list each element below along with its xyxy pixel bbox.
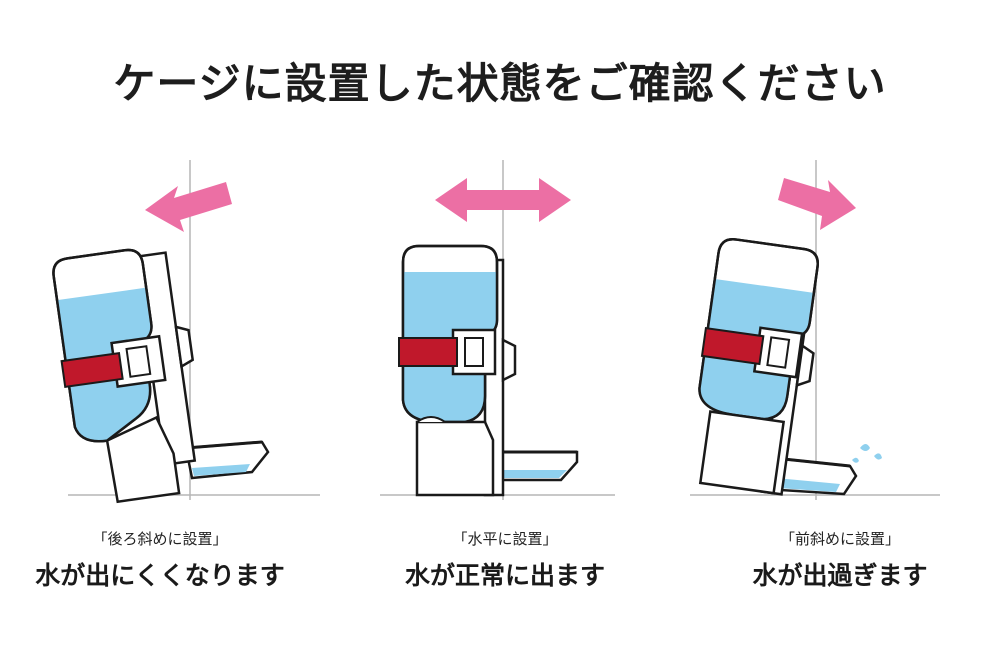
caption-condition: 「後ろ斜めに設置」	[92, 530, 228, 548]
caption-condition: 「前斜めに設置」	[779, 530, 900, 548]
caption-result: 水が出にくくなります	[35, 561, 285, 590]
page-title: ケージに設置した状態をご確認ください	[113, 59, 887, 108]
bottle-device	[698, 238, 820, 496]
water-tray	[772, 456, 858, 496]
caption-result: 水が出過ぎます	[752, 561, 928, 590]
bottle-device	[52, 248, 197, 504]
diagram-tilt-back	[52, 160, 320, 504]
double-arrow-icon	[435, 178, 571, 222]
bottle-device	[398, 244, 517, 497]
left-arrow-icon	[145, 182, 232, 232]
panel-tilt-back: 「後ろ斜めに設置」 水が出にくくなります	[0, 160, 320, 630]
water-splash-icon	[852, 444, 882, 463]
diagram-level	[380, 160, 615, 500]
right-arrow-icon	[778, 178, 856, 230]
caption-result: 水が正常に出ます	[404, 561, 605, 590]
caption-condition: 「水平に設置」	[452, 530, 558, 548]
diagram-tilt-forward	[690, 160, 940, 500]
water-tray	[184, 440, 270, 480]
water-tray	[493, 450, 579, 482]
panel-level: 「水平に設置」 水が正常に出ます	[345, 160, 665, 630]
panel-tilt-forward: 「前斜めに設置」 水が出過ぎます	[680, 160, 1000, 630]
